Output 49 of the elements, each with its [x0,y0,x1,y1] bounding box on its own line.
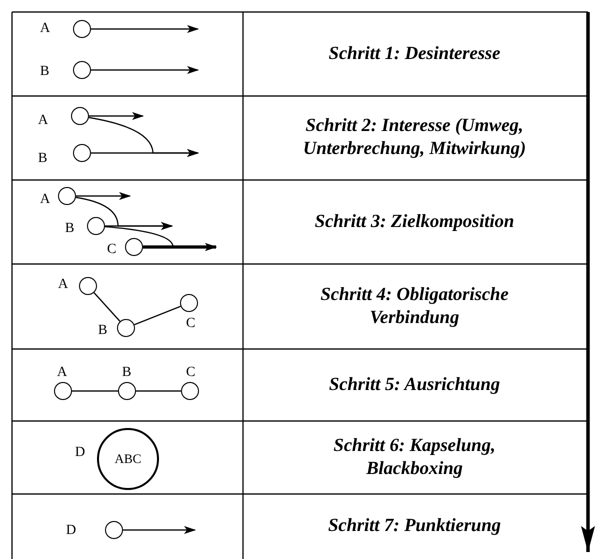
actor-letter: B [65,222,74,236]
connector-line [94,292,120,322]
actor-letter: A [40,193,50,207]
circle-node [73,144,91,162]
circle-node [58,187,76,205]
actor-letter: B [38,152,48,166]
actor-circle: ABC [97,428,159,490]
circle-node [73,20,91,38]
step-label: Schritt 1: Desinteresse [328,42,502,66]
circle-node [118,382,136,400]
arrow [89,112,144,120]
arrow [91,66,199,74]
circle-node [181,382,199,400]
step-label: Schritt 5: Ausrichtung [328,374,502,396]
actor-letter: D [66,524,76,538]
connector-line [136,390,181,392]
step-label: Schritt 2: Interesse (Umweg, Unterbrechung, Mitwirkung) [302,115,528,161]
circle-node [105,521,123,539]
circle-node [87,217,105,235]
circle-node [73,61,91,79]
circle-node [54,382,72,400]
actor-letter: A [58,278,68,292]
step-label: Schritt 6: Kapselung, Blackboxing [332,434,496,480]
arrow [123,526,196,534]
step-label: Schritt 4: Obligatorische Verbindung [319,284,510,330]
actor-letter: C [186,366,196,380]
actor-letter: D [75,446,86,460]
arrow [105,222,173,230]
actor-letter: A [57,366,68,380]
actor-letter: B [122,366,132,380]
arrow [143,243,217,251]
circle-node [79,277,97,295]
actor-letter: C [107,243,116,257]
actor-letter: A [38,114,48,128]
circle-node [71,107,89,125]
actor-letter: C [186,317,196,331]
step-label: Schritt 7: Punktierung [327,515,502,538]
circle-node [180,294,198,312]
actor-letter: A [40,22,50,36]
circle-node [125,238,143,256]
actor-letter: B [40,65,50,79]
connector-line [134,306,181,326]
circle-node [117,319,135,337]
arrow [76,192,131,200]
step-label: Schritt 3: Zielkomposition [314,210,516,234]
actor-letter: B [98,324,108,338]
arrow [91,149,199,157]
arrow [91,25,199,33]
connector-line [72,390,118,392]
